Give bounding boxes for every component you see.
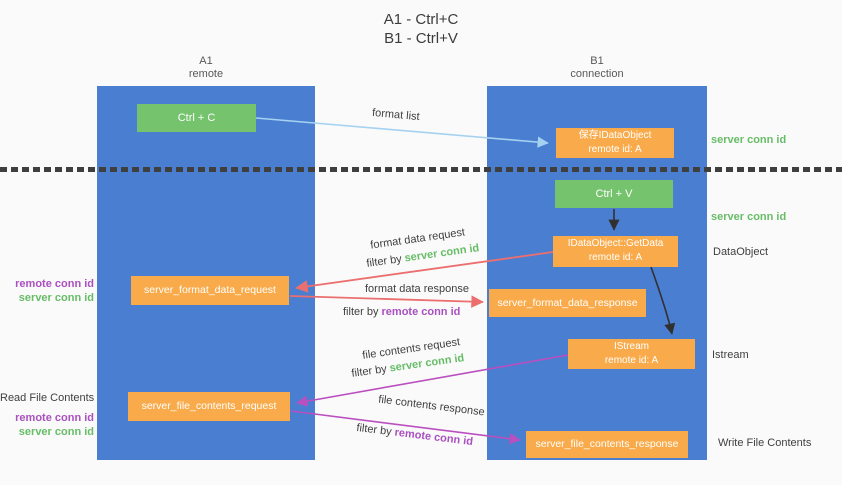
filter-by-remote-conn-id-label-1: filter by remote conn id	[343, 306, 460, 318]
title-line-1: A1 - Ctrl+C	[383, 11, 459, 28]
filter-by-text: filter by	[343, 306, 382, 318]
server-conn-id-label-top: server conn id	[711, 134, 787, 146]
istream-line1: IStream	[613, 341, 649, 352]
istream-label: Istream	[712, 349, 749, 361]
left-conn-ids-file: remote conn id server conn id	[0, 412, 94, 439]
dotted-divider	[0, 167, 842, 172]
server-format-data-response-node: server_format_data_response	[489, 289, 646, 317]
lane-right-subtitle: connection	[570, 68, 624, 80]
lane-header-left: A1 remote	[97, 55, 315, 81]
dataobject-label: DataObject	[713, 246, 769, 258]
getdata-line2: remote id: A	[588, 252, 643, 263]
save-dataobject-line1: 保存IDataObject	[578, 130, 652, 141]
diagram-title: A1 - Ctrl+C B1 - Ctrl+V	[0, 10, 842, 48]
lane-header-right: B1 connection	[487, 55, 707, 81]
remote-conn-id-text: remote conn id	[393, 426, 474, 449]
write-file-contents-label: Write File Contents	[718, 437, 812, 449]
file-contents-response-label: file contents response	[377, 393, 486, 419]
server-conn-id-label-2: server conn id	[18, 425, 94, 438]
remote-conn-id-label-2: remote conn id	[15, 412, 94, 424]
server-file-contents-request-node: server_file_contents_request	[128, 392, 290, 421]
istream-node: IStream remote id: A	[568, 339, 695, 369]
server-format-data-request-node: server_format_data_request	[131, 276, 289, 305]
filter-by-text: filter by	[355, 421, 396, 439]
format-data-response-label: format data response	[365, 283, 469, 295]
remote-conn-id-label-1: remote conn id	[15, 278, 94, 290]
server-conn-id-label-mid: server conn id	[711, 211, 787, 223]
save-dataobject-line2: remote id: A	[588, 144, 642, 155]
istream-line2: remote id: A	[604, 355, 659, 366]
title-line-2: B1 - Ctrl+V	[384, 30, 458, 47]
getdata-node: IDataObject::GetData remote id: A	[553, 236, 678, 267]
read-file-contents-label: Read File Contents	[0, 392, 95, 404]
filter-by-text: filter by	[350, 362, 391, 380]
lane-left-title: A1	[199, 55, 213, 67]
server-conn-id-text: server conn id	[403, 242, 481, 265]
getdata-line1: IDataObject::GetData	[567, 238, 664, 249]
format-list-label: format list	[371, 106, 421, 124]
lane-left-subtitle: remote	[188, 68, 224, 80]
remote-conn-id-text: remote conn id	[381, 306, 461, 318]
ctrl-c-node: Ctrl + C	[137, 104, 256, 132]
filter-by-text: filter by	[365, 252, 406, 270]
filter-by-remote-conn-id-label-2: filter by remote conn id	[356, 422, 474, 448]
left-conn-ids-format: remote conn id server conn id	[0, 278, 94, 305]
save-dataobject-node: 保存IDataObject remote id: A	[556, 128, 674, 158]
format-data-response-arrow	[289, 295, 484, 308]
ctrl-v-node: Ctrl + V	[555, 180, 673, 208]
server-conn-id-label-1: server conn id	[18, 291, 94, 304]
server-file-contents-response-node: server_file_contents_response	[526, 431, 688, 458]
lane-right-title: B1	[590, 55, 604, 67]
